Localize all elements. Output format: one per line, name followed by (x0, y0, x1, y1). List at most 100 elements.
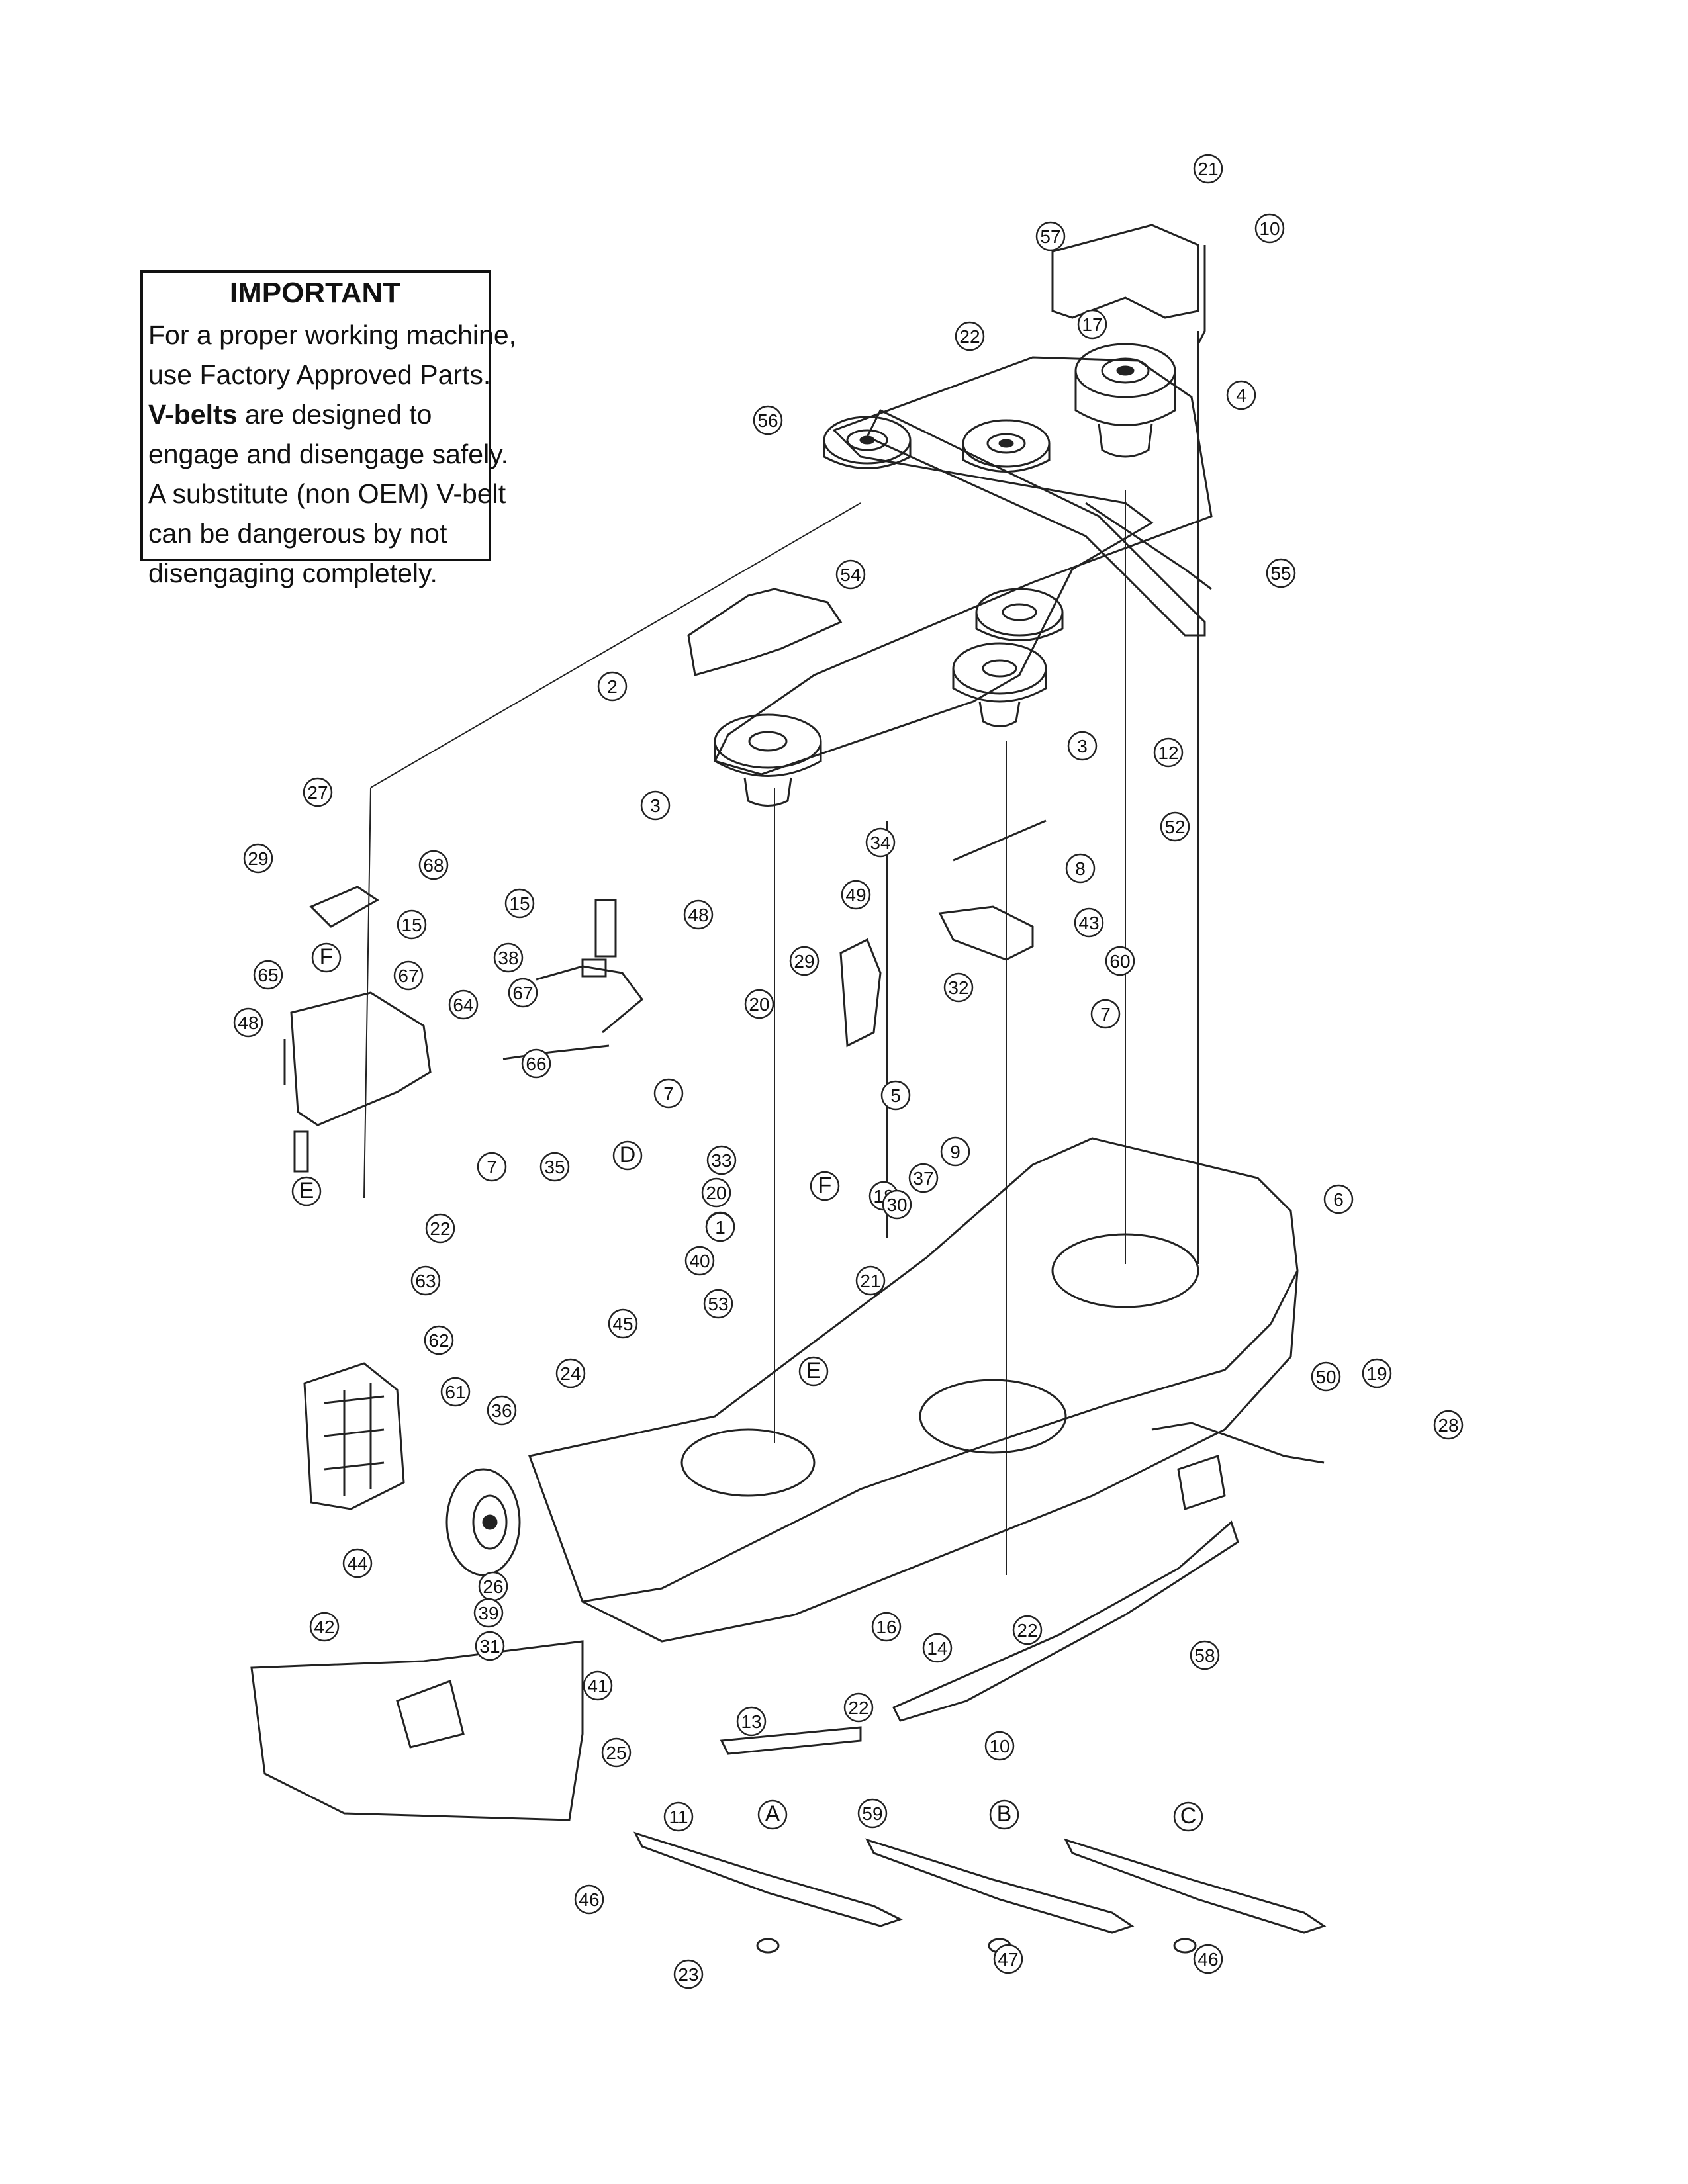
callout-13-75: 13 (736, 1706, 767, 1737)
callout-circle (504, 888, 535, 919)
callout-57-2: 57 (1035, 221, 1066, 251)
callout-circle (309, 1612, 340, 1642)
callout-circle (703, 1289, 733, 1319)
callout-32-42: 32 (943, 972, 974, 1003)
callout-49-39: 49 (841, 880, 871, 910)
callout-circle (701, 1177, 731, 1208)
callout-68-16: 68 (418, 850, 449, 880)
callout-circle (1090, 999, 1121, 1029)
callout-circle (473, 1598, 504, 1628)
callout-circle (1323, 1184, 1354, 1214)
callout-48-21: 48 (233, 1007, 263, 1038)
callout-label: 67 (398, 966, 418, 986)
callout-52-13: 52 (1160, 811, 1190, 842)
callout-label: 38 (498, 948, 518, 968)
callout-circle (1153, 737, 1184, 768)
callout-48-23: 48 (683, 899, 714, 930)
callout-circle (1362, 1358, 1392, 1388)
callout-circle (233, 1007, 263, 1038)
callout-3-11: 3 (640, 790, 671, 821)
callout-circle (311, 942, 342, 973)
callout-label: 54 (840, 565, 861, 585)
callout-circle (487, 1395, 517, 1426)
callout-label: 47 (998, 1949, 1018, 1970)
callout-label: 28 (1438, 1415, 1458, 1435)
notice-line-5: A substitute (non OEM) V-belt (148, 478, 506, 509)
callout-label: 49 (845, 885, 866, 905)
callout-label: 46 (579, 1889, 599, 1910)
callout-circle (1067, 731, 1098, 761)
callout-6-56: 6 (1323, 1184, 1354, 1214)
callout-67-19: 67 (393, 960, 424, 991)
callout-15-22: 15 (504, 888, 535, 919)
callout-label: 15 (509, 893, 530, 914)
callout-circle (663, 1801, 694, 1832)
callout-circle (908, 1163, 939, 1193)
callout-label: 40 (689, 1251, 710, 1271)
callout-30-52: 30 (882, 1189, 912, 1220)
notice-line-4: engage and disengage safely. (148, 439, 509, 469)
callout-circle (835, 559, 866, 590)
callout-label: F (818, 1173, 832, 1198)
blade-B (865, 1838, 1135, 1954)
callout-22-4: 22 (955, 321, 985, 351)
blade-A (633, 1831, 903, 1954)
belt-55 (865, 409, 1212, 637)
callout-circle (555, 1358, 586, 1388)
callout-5-43: 5 (880, 1080, 911, 1111)
notice-line-7: disengaging completely. (148, 558, 438, 588)
callout-label: 35 (544, 1157, 565, 1177)
callout-circle (393, 960, 424, 991)
callout-22-33: 22 (425, 1213, 455, 1244)
callout-circle (993, 1944, 1023, 1974)
callout-F-17: F (311, 942, 342, 973)
callout-label: 7 (1100, 1004, 1111, 1024)
callout-label: 22 (959, 326, 980, 347)
baffle-59 (720, 1726, 862, 1755)
notice-line-2: use Factory Approved Parts. (148, 359, 491, 390)
callout-label: 50 (1315, 1367, 1336, 1387)
callout-circle (744, 989, 774, 1019)
callout-29-40: 29 (789, 946, 820, 976)
callout-label: 43 (1078, 913, 1099, 933)
callout-label: 59 (862, 1803, 882, 1824)
callout-circle (653, 1078, 684, 1109)
callout-10-1: 10 (1254, 213, 1285, 244)
callout-label: 5 (890, 1085, 901, 1106)
callout-circle (880, 1080, 911, 1111)
callout-23-87: 23 (673, 1959, 704, 1989)
callout-43-36: 43 (1074, 907, 1104, 938)
callout-label: 20 (749, 994, 769, 1015)
callout-F-45: F (810, 1171, 840, 1201)
callout-circle (757, 1799, 788, 1830)
spindle-pulley-3-left (714, 713, 822, 807)
callout-44-67: 44 (342, 1548, 373, 1578)
callout-label: 48 (238, 1013, 258, 1033)
callout-circle (1190, 1640, 1220, 1670)
callout-15-18: 15 (397, 909, 427, 940)
callout-39-69: 39 (473, 1598, 504, 1628)
callout-circle (608, 1308, 638, 1339)
callout-17-3: 17 (1077, 309, 1107, 340)
callout-circle (922, 1633, 953, 1663)
callout-56-6: 56 (753, 405, 783, 435)
callout-label: 4 (1236, 385, 1246, 406)
callout-label: 23 (678, 1964, 698, 1985)
gauge-wheel-36 (445, 1468, 521, 1576)
callout-label: E (299, 1178, 314, 1203)
notice-line-1: For a proper working machine, (148, 320, 517, 350)
callout-9-54: 9 (940, 1136, 970, 1167)
callout-label: 16 (876, 1617, 896, 1637)
callout-circle (789, 946, 820, 976)
callout-4-5: 4 (1226, 380, 1256, 410)
callout-E-63: E (798, 1356, 829, 1387)
callout-circle (798, 1356, 829, 1387)
callout-circle (940, 1136, 970, 1167)
callout-46-86: 46 (574, 1884, 604, 1915)
belt-cover-2 (687, 588, 843, 676)
callout-circle (753, 405, 783, 435)
callout-label: 67 (512, 983, 533, 1003)
callout-label: F (320, 944, 334, 970)
notice-line-6: can be dangerous by not (148, 518, 447, 549)
callout-22-78: 22 (1012, 1615, 1043, 1645)
